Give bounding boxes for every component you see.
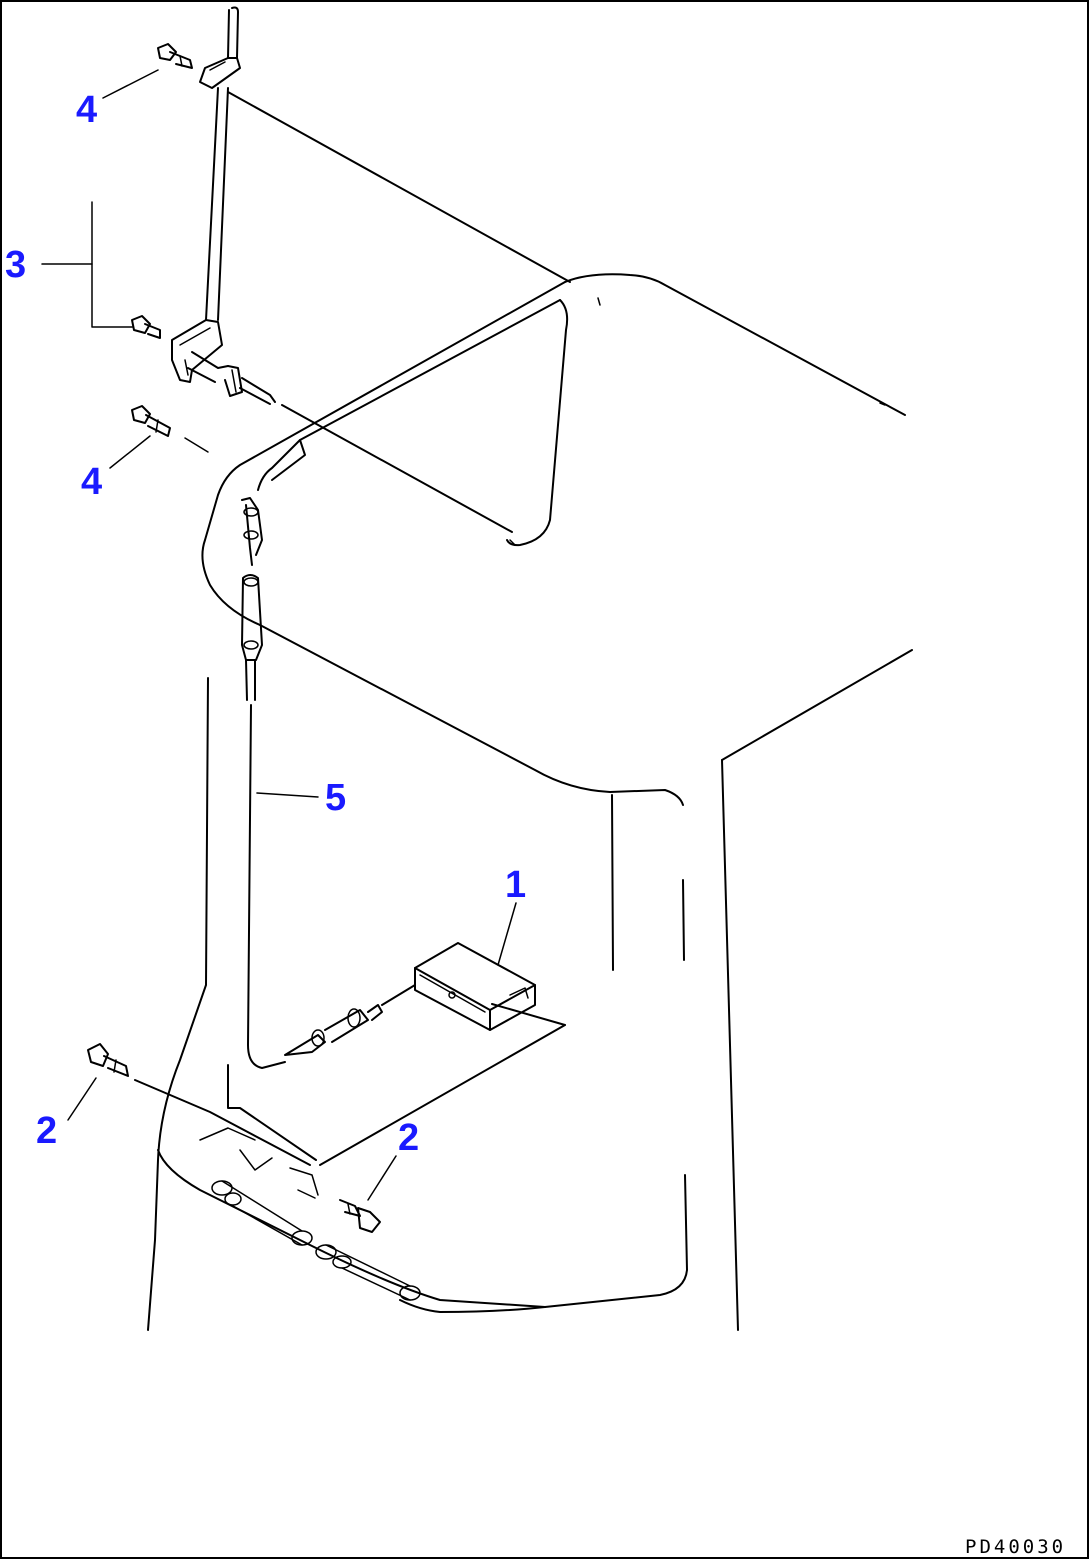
cab-outline [134, 273, 913, 1331]
bolt-4-upper [157, 43, 193, 69]
callout-3: 3 [5, 244, 26, 286]
drawing-code: PD40030 [965, 1536, 1066, 1558]
washer-tank [414, 942, 536, 1031]
bolt-2-right [339, 1199, 381, 1233]
callout-1: 1 [505, 864, 526, 906]
callout-4-upper: 4 [76, 89, 97, 131]
callout-4-lower: 4 [81, 461, 102, 503]
leader-lines [41, 69, 517, 1201]
washer-hose [241, 497, 416, 1069]
callout-2-right: 2 [398, 1117, 419, 1159]
bolt-2-left [87, 1043, 129, 1077]
bolt-4-lower [131, 405, 171, 437]
wiper-arm-assembly [171, 6, 571, 533]
callout-5: 5 [325, 777, 346, 819]
bolt-3 [131, 315, 161, 339]
callout-2-left: 2 [36, 1110, 57, 1152]
